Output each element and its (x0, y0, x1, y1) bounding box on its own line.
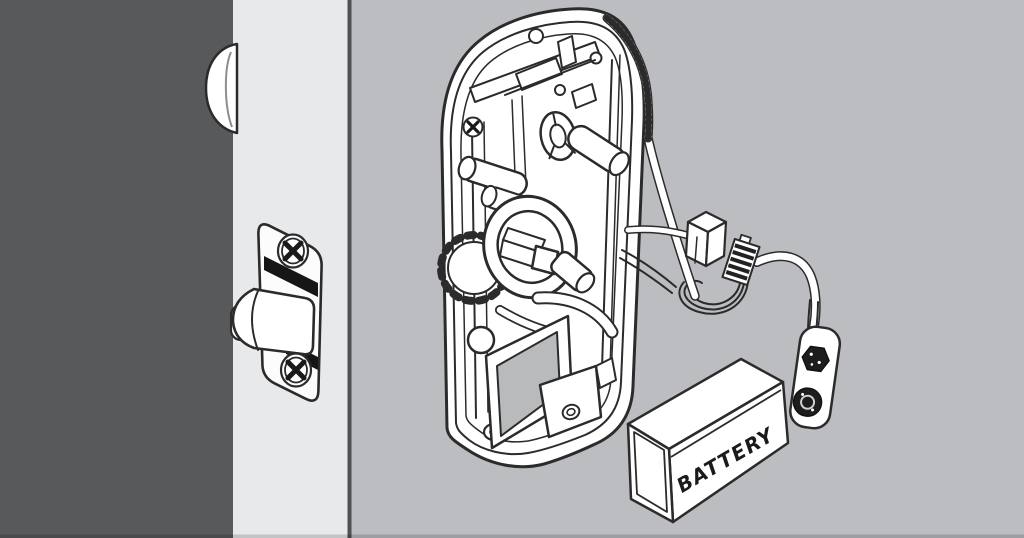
lock-interior-assembly (437, 7, 646, 469)
boss (466, 325, 496, 355)
snap-terminal-male (792, 387, 823, 417)
battery-left-bevel (633, 431, 668, 513)
cam-ring (539, 111, 577, 161)
plug-wire (625, 226, 693, 239)
thin-wire-1 (621, 249, 677, 288)
phillips-screw-top (276, 233, 310, 269)
latch-bolt (231, 287, 316, 356)
motor-cylinder-right (567, 124, 630, 177)
phillips-screw-bottom (279, 352, 313, 388)
thin-wire-2 (619, 257, 673, 294)
top-bracket (469, 28, 603, 109)
mounting-band-top (264, 256, 318, 297)
back-plate-rim (449, 20, 634, 456)
snap-wire (753, 252, 820, 330)
battery-compartment (484, 314, 574, 450)
pin-connector (721, 233, 761, 287)
door-face (0, 0, 233, 538)
clutch-cylinder (550, 250, 596, 294)
latch-bolt-contour (251, 290, 259, 351)
bore-hole (204, 42, 239, 135)
bottom-edge-shadow (0, 534, 1024, 538)
latch-assembly (229, 223, 323, 402)
snap-terminal-female (801, 345, 830, 373)
mounting-bracket (538, 357, 617, 439)
door-edge-corner-line (347, 0, 352, 538)
wire-harness (602, 13, 821, 333)
battery-seam (670, 389, 782, 458)
braided-wire (602, 13, 654, 143)
tube-wire (644, 134, 699, 300)
connector-plug (684, 210, 728, 268)
chassis-screw (462, 116, 484, 138)
battery: BATTERY (626, 357, 790, 524)
battery-snap-connector (789, 325, 842, 430)
bore-hole-inner-line (224, 51, 233, 128)
bore-hole-face (204, 42, 239, 135)
